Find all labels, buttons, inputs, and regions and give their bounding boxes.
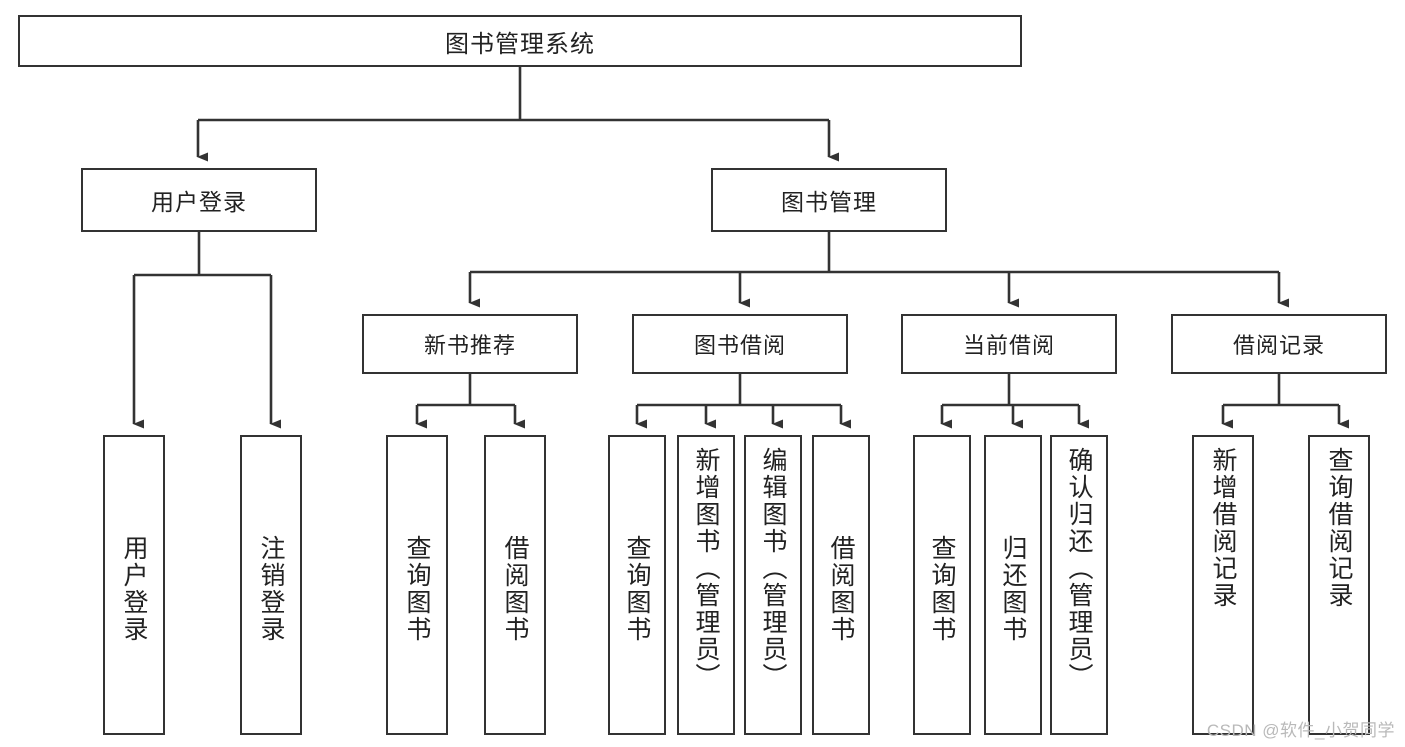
leaf-inner-5: 新增图书（管理员） (679, 443, 733, 735)
node-leaf-7-label: 借阅图书 (827, 535, 855, 643)
node-level3-3[interactable]: 借阅记录 (1171, 314, 1387, 374)
node-leaf-1[interactable]: 注销登录 (240, 435, 302, 735)
node-root[interactable]: 图书管理系统 (18, 15, 1022, 67)
node-leaf-11[interactable]: 新增借阅记录 (1192, 435, 1254, 735)
leaf-inner-9: 归还图书 (986, 445, 1040, 733)
node-level3-1[interactable]: 图书借阅 (632, 314, 848, 374)
node-level3-3-label: 借阅记录 (1232, 333, 1325, 358)
leaf-inner-8: 查询图书 (915, 445, 969, 733)
node-level3-2[interactable]: 当前借阅 (901, 314, 1117, 374)
node-leaf-9[interactable]: 归还图书 (984, 435, 1042, 735)
node-leaf-10-label: 确认归还（管理员） (1065, 447, 1093, 690)
node-level2-0-label: 用户登录 (151, 189, 247, 215)
node-leaf-7[interactable]: 借阅图书 (812, 435, 870, 735)
node-level3-0[interactable]: 新书推荐 (362, 314, 578, 374)
node-leaf-9-label: 归还图书 (999, 535, 1027, 643)
node-leaf-12[interactable]: 查询借阅记录 (1308, 435, 1370, 735)
node-level3-2-label: 当前借阅 (962, 333, 1055, 358)
node-leaf-4[interactable]: 查询图书 (608, 435, 666, 735)
leaf-inner-4: 查询图书 (610, 445, 664, 733)
node-root-label: 图书管理系统 (445, 30, 595, 58)
node-leaf-3[interactable]: 借阅图书 (484, 435, 546, 735)
node-leaf-8-label: 查询图书 (928, 535, 956, 643)
leaf-inner-0: 用户登录 (105, 445, 163, 733)
node-level2-1[interactable]: 图书管理 (711, 168, 947, 232)
node-leaf-4-label: 查询图书 (623, 535, 651, 643)
leaf-inner-1: 注销登录 (242, 445, 300, 733)
node-leaf-8[interactable]: 查询图书 (913, 435, 971, 735)
leaf-inner-11: 新增借阅记录 (1194, 443, 1252, 735)
node-level2-1-label: 图书管理 (781, 189, 877, 215)
leaf-inner-2: 查询图书 (388, 445, 446, 733)
node-leaf-11-label: 新增借阅记录 (1209, 447, 1237, 609)
node-leaf-5-label: 新增图书（管理员） (692, 447, 720, 690)
leaf-inner-7: 借阅图书 (814, 445, 868, 733)
node-leaf-6[interactable]: 编辑图书（管理员） (744, 435, 802, 735)
leaf-inner-10: 确认归还（管理员） (1052, 443, 1106, 735)
leaf-inner-6: 编辑图书（管理员） (746, 443, 800, 735)
node-leaf-10[interactable]: 确认归还（管理员） (1050, 435, 1108, 735)
node-level3-0-label: 新书推荐 (423, 333, 516, 358)
node-leaf-2[interactable]: 查询图书 (386, 435, 448, 735)
node-leaf-0[interactable]: 用户登录 (103, 435, 165, 735)
watermark-label: CSDN @软件_小贺同学 (1206, 721, 1395, 740)
leaf-inner-3: 借阅图书 (486, 445, 544, 733)
node-leaf-12-label: 查询借阅记录 (1325, 447, 1353, 609)
node-leaf-6-label: 编辑图书（管理员） (759, 447, 787, 690)
node-leaf-0-label: 用户登录 (120, 535, 148, 643)
node-leaf-2-label: 查询图书 (403, 535, 431, 643)
node-leaf-5[interactable]: 新增图书（管理员） (677, 435, 735, 735)
node-leaf-3-label: 借阅图书 (501, 535, 529, 643)
node-level2-0[interactable]: 用户登录 (81, 168, 317, 232)
node-level3-1-label: 图书借阅 (693, 333, 786, 358)
node-leaf-1-label: 注销登录 (257, 535, 285, 643)
leaf-inner-12: 查询借阅记录 (1310, 443, 1368, 735)
